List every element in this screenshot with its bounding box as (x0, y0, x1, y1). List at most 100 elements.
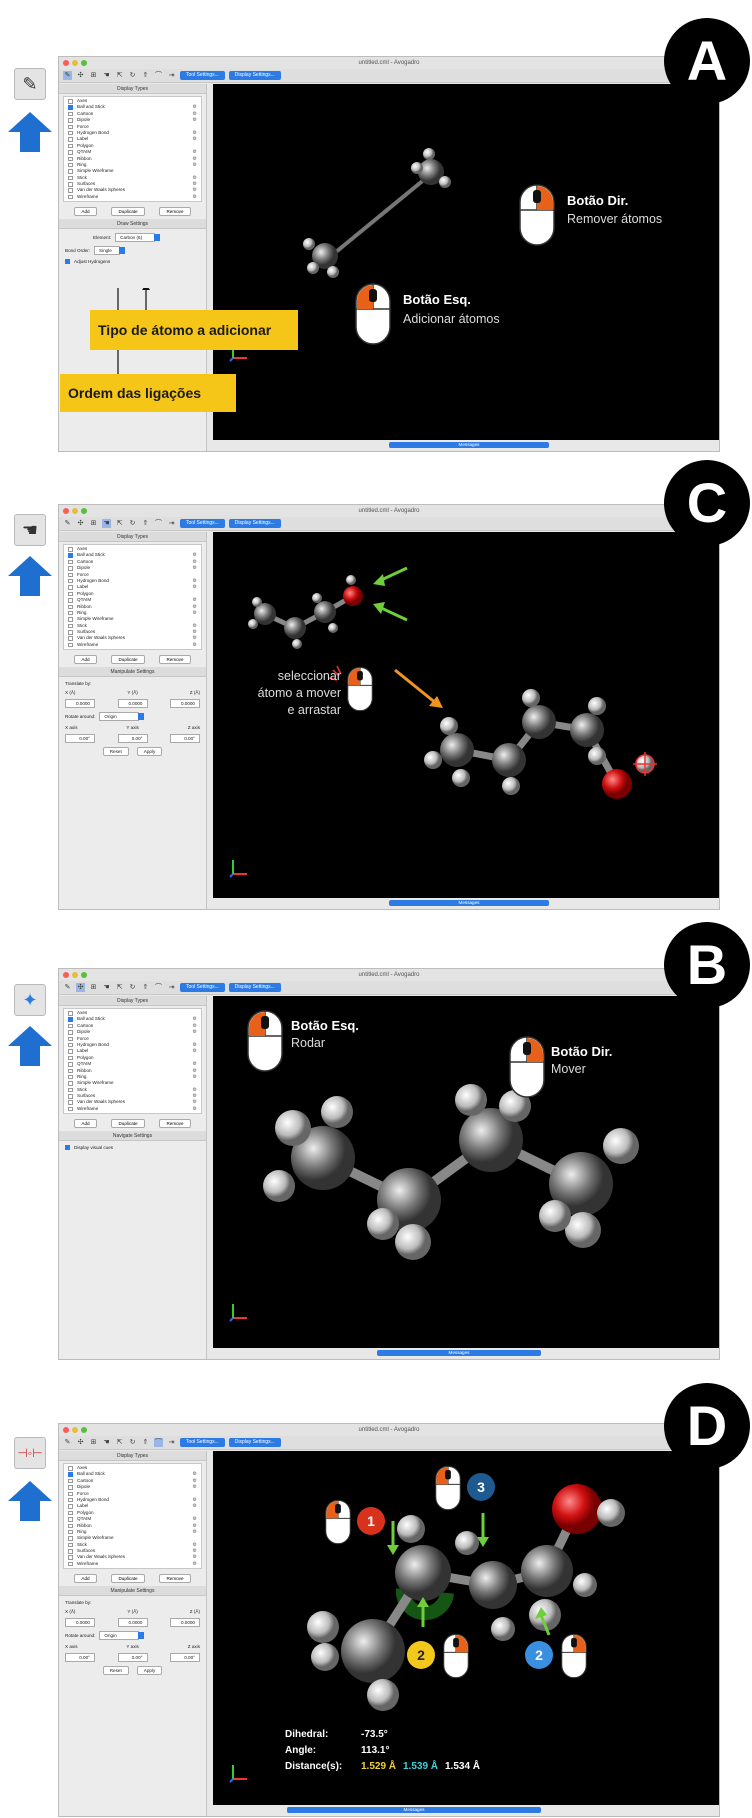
display-type-row[interactable]: Cartoon⚙ (64, 1478, 201, 1484)
hydrogen-atom[interactable] (367, 1208, 399, 1240)
y-translate-input[interactable]: 0.0000 (117, 699, 148, 709)
display-type-checkbox[interactable] (68, 604, 73, 610)
wrench-settings-icon[interactable]: ⚙ (192, 110, 197, 117)
wrench-settings-icon[interactable]: ⚙ (192, 1548, 197, 1555)
hydrogen-atom[interactable] (321, 1096, 353, 1128)
display-type-row[interactable]: Simple Wireframe (64, 168, 201, 174)
wrench-settings-icon[interactable]: ⚙ (192, 161, 197, 168)
auto-optimize-tool-icon[interactable]: ⇑ (142, 984, 149, 991)
wrench-settings-icon[interactable]: ⚙ (192, 1016, 197, 1023)
wrench-settings-icon[interactable]: ⚙ (192, 597, 197, 604)
display-type-checkbox[interactable] (68, 143, 73, 149)
display-type-row[interactable]: Ring⚙ (64, 610, 201, 616)
display-type-row[interactable]: QTAIM⚙ (64, 149, 201, 155)
display-type-row[interactable]: Stick⚙ (64, 1087, 201, 1093)
display-type-checkbox[interactable] (68, 1023, 73, 1029)
tool-settings-button[interactable]: Tool Settings... (180, 1438, 225, 1447)
display-settings-button[interactable]: Display Settings... (228, 983, 281, 992)
hydrogen-atom[interactable] (502, 777, 520, 795)
reset-button[interactable]: Reset (102, 1666, 129, 1676)
measure-tool-icon[interactable]: ⌒ (155, 72, 162, 79)
display-type-checkbox[interactable] (68, 642, 73, 648)
display-settings-button[interactable]: Display Settings... (228, 519, 281, 528)
display-type-checkbox[interactable] (68, 636, 73, 641)
auto-optimize-tool-icon[interactable]: ⇑ (142, 72, 149, 79)
display-type-row[interactable]: Ribbon⚙ (64, 156, 201, 162)
carbon-atom[interactable] (284, 617, 306, 639)
display-type-row[interactable]: Wireframe⚙ (64, 194, 201, 200)
carbon-atom[interactable] (459, 1108, 523, 1172)
display-type-row[interactable]: Label⚙ (64, 1503, 201, 1509)
zoom-button[interactable] (81, 60, 87, 66)
messages-button[interactable]: Messages (377, 1350, 541, 1356)
hydrogen-atom[interactable] (522, 689, 540, 707)
hydrogen-atom[interactable] (275, 1110, 311, 1146)
display-type-row[interactable]: Axes (64, 1010, 201, 1016)
display-type-row[interactable]: QTAIM⚙ (64, 1516, 201, 1522)
hydrogen-atom[interactable] (424, 751, 442, 769)
wrench-settings-icon[interactable]: ⚙ (192, 1484, 197, 1491)
display-type-row[interactable]: Surfaces⚙ (64, 1093, 201, 1099)
oxygen-atom[interactable] (552, 1484, 602, 1534)
display-type-checkbox[interactable] (68, 1081, 73, 1086)
display-type-row[interactable]: Ribbon⚙ (64, 1068, 201, 1074)
remove-button[interactable]: Remove (159, 1119, 191, 1129)
display-type-row[interactable]: Wireframe⚙ (64, 642, 201, 648)
display-type-checkbox[interactable] (68, 1100, 73, 1105)
display-type-row[interactable]: Hydrogen Bond⚙ (64, 130, 201, 136)
display-type-row[interactable]: Polygon (64, 1055, 201, 1061)
display-type-row[interactable]: Ball and Stick⚙ (64, 1471, 201, 1477)
hydrogen-atom[interactable] (303, 238, 315, 250)
select-tool-icon[interactable]: ⇱ (116, 72, 123, 79)
display-type-checkbox[interactable] (68, 1549, 73, 1554)
tool-settings-button[interactable]: Tool Settings... (180, 983, 225, 992)
wrench-settings-icon[interactable]: ⚙ (192, 1029, 197, 1036)
display-type-checkbox[interactable] (68, 118, 73, 123)
select-tool-icon[interactable]: ⇱ (116, 984, 123, 991)
add-button[interactable]: Add (74, 1119, 97, 1129)
display-type-checkbox[interactable] (68, 1555, 73, 1560)
display-type-row[interactable]: Label⚙ (64, 136, 201, 142)
close-button[interactable] (63, 972, 69, 978)
display-type-row[interactable]: Simple Wireframe (64, 1535, 201, 1541)
display-type-checkbox[interactable] (68, 150, 73, 155)
wrench-settings-icon[interactable]: ⚙ (192, 1541, 197, 1548)
reset-button[interactable]: Reset (102, 747, 129, 757)
manipulate-tool-icon[interactable]: ☚ (103, 1439, 110, 1446)
zoom-button[interactable] (81, 972, 87, 978)
draw-tool-icon[interactable]: ✎ (63, 71, 72, 80)
display-type-checkbox[interactable] (68, 630, 73, 635)
display-type-checkbox[interactable] (68, 617, 73, 622)
display-type-checkbox[interactable] (68, 566, 73, 571)
remove-button[interactable]: Remove (159, 207, 191, 217)
align-tool-icon[interactable]: ⇥ (168, 520, 175, 527)
align-tool-icon[interactable]: ⇥ (168, 1439, 175, 1446)
display-type-row[interactable]: Cartoon⚙ (64, 1023, 201, 1029)
display-type-checkbox[interactable] (68, 559, 73, 565)
display-type-row[interactable]: QTAIM⚙ (64, 597, 201, 603)
display-type-checkbox[interactable] (68, 130, 73, 136)
hydrogen-atom[interactable] (452, 769, 470, 787)
wrench-settings-icon[interactable]: ⚙ (192, 1041, 197, 1048)
display-type-checkbox[interactable] (68, 1094, 73, 1099)
draw-tool-icon[interactable]: ✎ (64, 984, 71, 991)
x-axis-input[interactable]: 0.00° (65, 1653, 95, 1663)
display-type-checkbox[interactable] (68, 1529, 73, 1535)
molecule-viewport[interactable]: seleccionar átomo a mover e arrastar (213, 532, 719, 898)
display-type-row[interactable]: Hydrogen Bond⚙ (64, 578, 201, 584)
measure-tool-icon[interactable]: ⌒ (155, 984, 162, 991)
add-button[interactable]: Add (74, 655, 97, 665)
hydrogen-atom[interactable] (395, 1224, 431, 1260)
wrench-settings-icon[interactable]: ⚙ (192, 603, 197, 610)
display-type-row[interactable]: Dipole⚙ (64, 1484, 201, 1490)
carbon-atom[interactable] (418, 159, 444, 185)
display-type-row[interactable]: Van der Waals Spheres⚙ (64, 635, 201, 641)
display-type-row[interactable]: Axes (64, 1465, 201, 1471)
display-type-checkbox[interactable] (68, 578, 73, 584)
duplicate-button[interactable]: Duplicate (111, 207, 145, 217)
display-type-checkbox[interactable] (68, 1517, 73, 1522)
select-tool-icon[interactable]: ⇱ (116, 520, 123, 527)
display-type-row[interactable]: Cartoon⚙ (64, 111, 201, 117)
hydrogen-atom[interactable] (603, 1128, 639, 1164)
wrench-settings-icon[interactable]: ⚙ (192, 1073, 197, 1080)
